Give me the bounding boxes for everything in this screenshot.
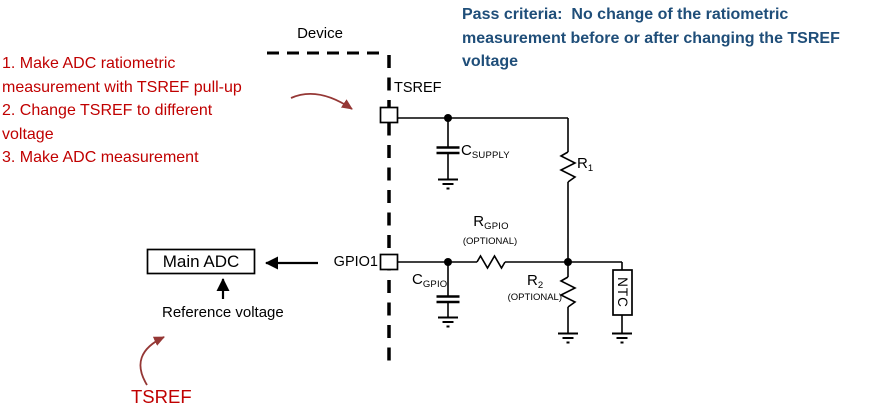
- c-gpio-capacitor: [436, 262, 460, 317]
- tsref-callout-arrow: [139, 336, 165, 386]
- r-gpio-label: RGPIO: [458, 213, 524, 232]
- r-gpio-resistor: [476, 254, 506, 270]
- r2-resistor: [559, 262, 577, 333]
- instruction-steps: 1. Make ADC ratiometric measurement with…: [2, 52, 252, 170]
- main-adc-label: Main ADC: [162, 251, 240, 271]
- c-supply-label: CSUPPLY: [461, 142, 510, 161]
- gpio1-pin-label: GPIO1: [333, 254, 378, 270]
- ntc-label: NTC: [615, 277, 630, 308]
- r2-optional-note: (OPTIONAL): [507, 292, 562, 303]
- pass-criteria-text: Pass criteria: No change of the ratiomet…: [462, 6, 845, 70]
- main-adc-box: [146, 248, 256, 275]
- r-gpio-sub: GPIO: [484, 221, 509, 232]
- r1-name: R: [577, 155, 588, 172]
- tsref-pin-square: [379, 106, 399, 124]
- reference-voltage-label: Reference voltage: [162, 304, 284, 321]
- ntc-thermistor: [612, 262, 633, 333]
- c-supply-ground: [438, 178, 458, 190]
- c-gpio-ground: [438, 316, 458, 328]
- instruction-step-2: 2. Change TSREF to different voltage: [2, 102, 213, 143]
- device-label: Device: [297, 25, 343, 42]
- steps-callout-arrow: [290, 92, 353, 110]
- gpio-net: [397, 254, 633, 344]
- tsref-callout-label: TSREF: [131, 386, 192, 407]
- c-supply-capacitor: [436, 118, 460, 179]
- device-boundary: [267, 51, 391, 363]
- instruction-step-3: 3. Make ADC measurement: [2, 149, 199, 166]
- r2-name: R: [527, 272, 538, 289]
- r2-label: R2: [527, 272, 544, 291]
- instruction-step-1: 1. Make ADC ratiometric measurement with…: [2, 55, 242, 96]
- r1-sub: 1: [587, 163, 594, 174]
- tsref-net: [397, 114, 577, 262]
- r1-label: R1: [577, 155, 594, 174]
- r1-resistor: [559, 118, 577, 262]
- ntc-ground: [612, 332, 632, 344]
- c-gpio-name: C: [412, 271, 423, 288]
- c-gpio-sub: GPIO: [422, 279, 448, 290]
- r2-ground: [558, 332, 578, 344]
- tsref-pin-label: TSREF: [394, 80, 442, 96]
- r2-sub: 2: [537, 280, 544, 291]
- c-supply-name: C: [461, 142, 472, 159]
- r-gpio-optional-note: (OPTIONAL): [462, 236, 518, 247]
- gpio1-pin-square: [379, 253, 399, 271]
- c-supply-sub: SUPPLY: [471, 150, 510, 161]
- c-gpio-label: CGPIO: [412, 271, 448, 290]
- r-gpio-name: R: [473, 213, 485, 230]
